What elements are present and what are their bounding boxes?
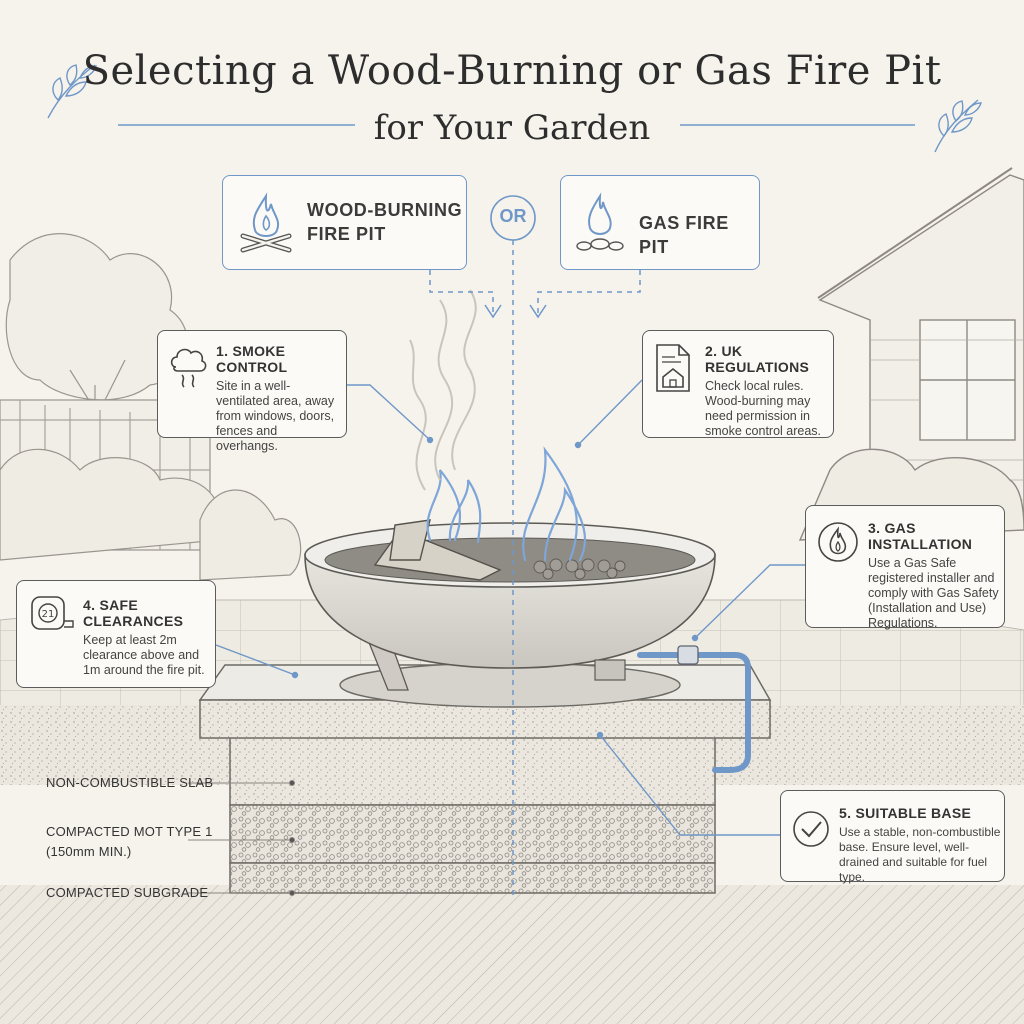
leaf-sprig-icon: [47, 64, 97, 119]
gas-installation-text: Use a Gas Safe registered installer and …: [868, 556, 999, 630]
safe-clearances-card: 21 4. SAFE CLEARANCES Keep at least 2m c…: [16, 580, 216, 688]
garden-left: [0, 233, 302, 581]
uk-regulations-title: 2. UK REGULATIONS: [705, 343, 810, 375]
campfire-icon: [240, 192, 292, 253]
wood-burning-option: WOOD-BURNING FIRE PIT: [222, 175, 467, 270]
safe-clearances-text: Keep at least 2m clearance above and 1m …: [83, 633, 205, 677]
layer-lines: [188, 780, 295, 896]
smoke: [409, 289, 477, 491]
safe-clearances-title: 4. SAFE CLEARANCES: [83, 597, 184, 629]
leaf-sprig-icon: [934, 99, 982, 153]
page-subtitle: for Your Garden: [373, 108, 651, 148]
layer-label-subgrade: COMPACTED SUBGRADE: [46, 885, 209, 900]
gas-fire-pit-label: GAS FIRE PIT: [639, 213, 729, 257]
suitable-base-card: 5. SUITABLE BASE Use a stable, non-combu…: [780, 790, 1005, 884]
gas-fire-pit-option: GAS FIRE PIT: [560, 175, 760, 270]
smoke-control-text: Site in a well-ventilated area, away fro…: [216, 379, 335, 453]
gas-installation-card: 3. GAS INSTALLATION Use a Gas Safe regis…: [805, 505, 1005, 630]
or-label: OR: [499, 206, 527, 226]
gas-pipe: [637, 652, 751, 773]
wood-burning-label: WOOD-BURNING FIRE PIT: [307, 200, 463, 244]
smoke-cloud-icon: [170, 348, 207, 388]
document-house-icon: [656, 344, 690, 392]
base-layers: [229, 734, 716, 894]
house-right: [798, 167, 1024, 541]
smoke-control-title: 1. SMOKE CONTROL: [216, 343, 288, 375]
svg-text:21: 21: [42, 609, 55, 620]
callout-lines: [215, 379, 805, 836]
flame-circle-icon: [818, 522, 858, 562]
fire-pit-bowl: [304, 519, 716, 708]
page-title: Selecting a Wood-Burning or Gas Fire Pit: [82, 48, 942, 94]
uk-regulations-text: Check local rules. Wood-burning may need…: [705, 379, 822, 438]
layer-label-slab: NON-COMBUSTIBLE SLAB: [46, 775, 214, 790]
checkmark-circle-icon: [793, 811, 829, 847]
or-circle: [490, 195, 536, 241]
uk-regulations-card: 2. UK REGULATIONS Check local rules. Woo…: [642, 330, 834, 438]
smoke-control-card: 1. SMOKE CONTROL Site in a well-ventilat…: [157, 330, 347, 453]
layer-label-mot: COMPACTED MOT TYPE 1 (150mm MIN.): [46, 824, 213, 859]
tape-measure-icon: 21: [31, 596, 74, 630]
flames: [426, 446, 587, 562]
gas-installation-title: 3. GAS INSTALLATION: [868, 520, 973, 552]
suitable-base-title: 5. SUITABLE BASE: [839, 805, 972, 821]
gas-flame-icon: [576, 192, 624, 251]
suitable-base-text: Use a stable, non-combustible base. Ensu…: [839, 825, 1001, 884]
